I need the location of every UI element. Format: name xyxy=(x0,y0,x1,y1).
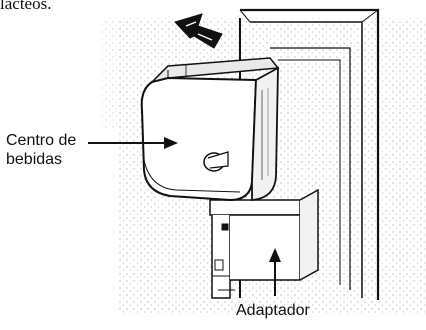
beverage-center xyxy=(140,57,280,202)
centro-arrow xyxy=(88,137,178,149)
label-centro-line1: Centro de xyxy=(6,132,77,149)
adapter xyxy=(209,188,319,299)
adaptador-arrow xyxy=(269,248,281,296)
lift-arrow-icon xyxy=(174,13,223,49)
label-centro-de-bebidas: Centro de bebidas xyxy=(6,131,76,169)
caption-fragment: lácteos. xyxy=(0,0,52,13)
label-adaptador: Adaptador xyxy=(236,302,310,319)
label-centro-line2: bebidas xyxy=(6,151,63,168)
